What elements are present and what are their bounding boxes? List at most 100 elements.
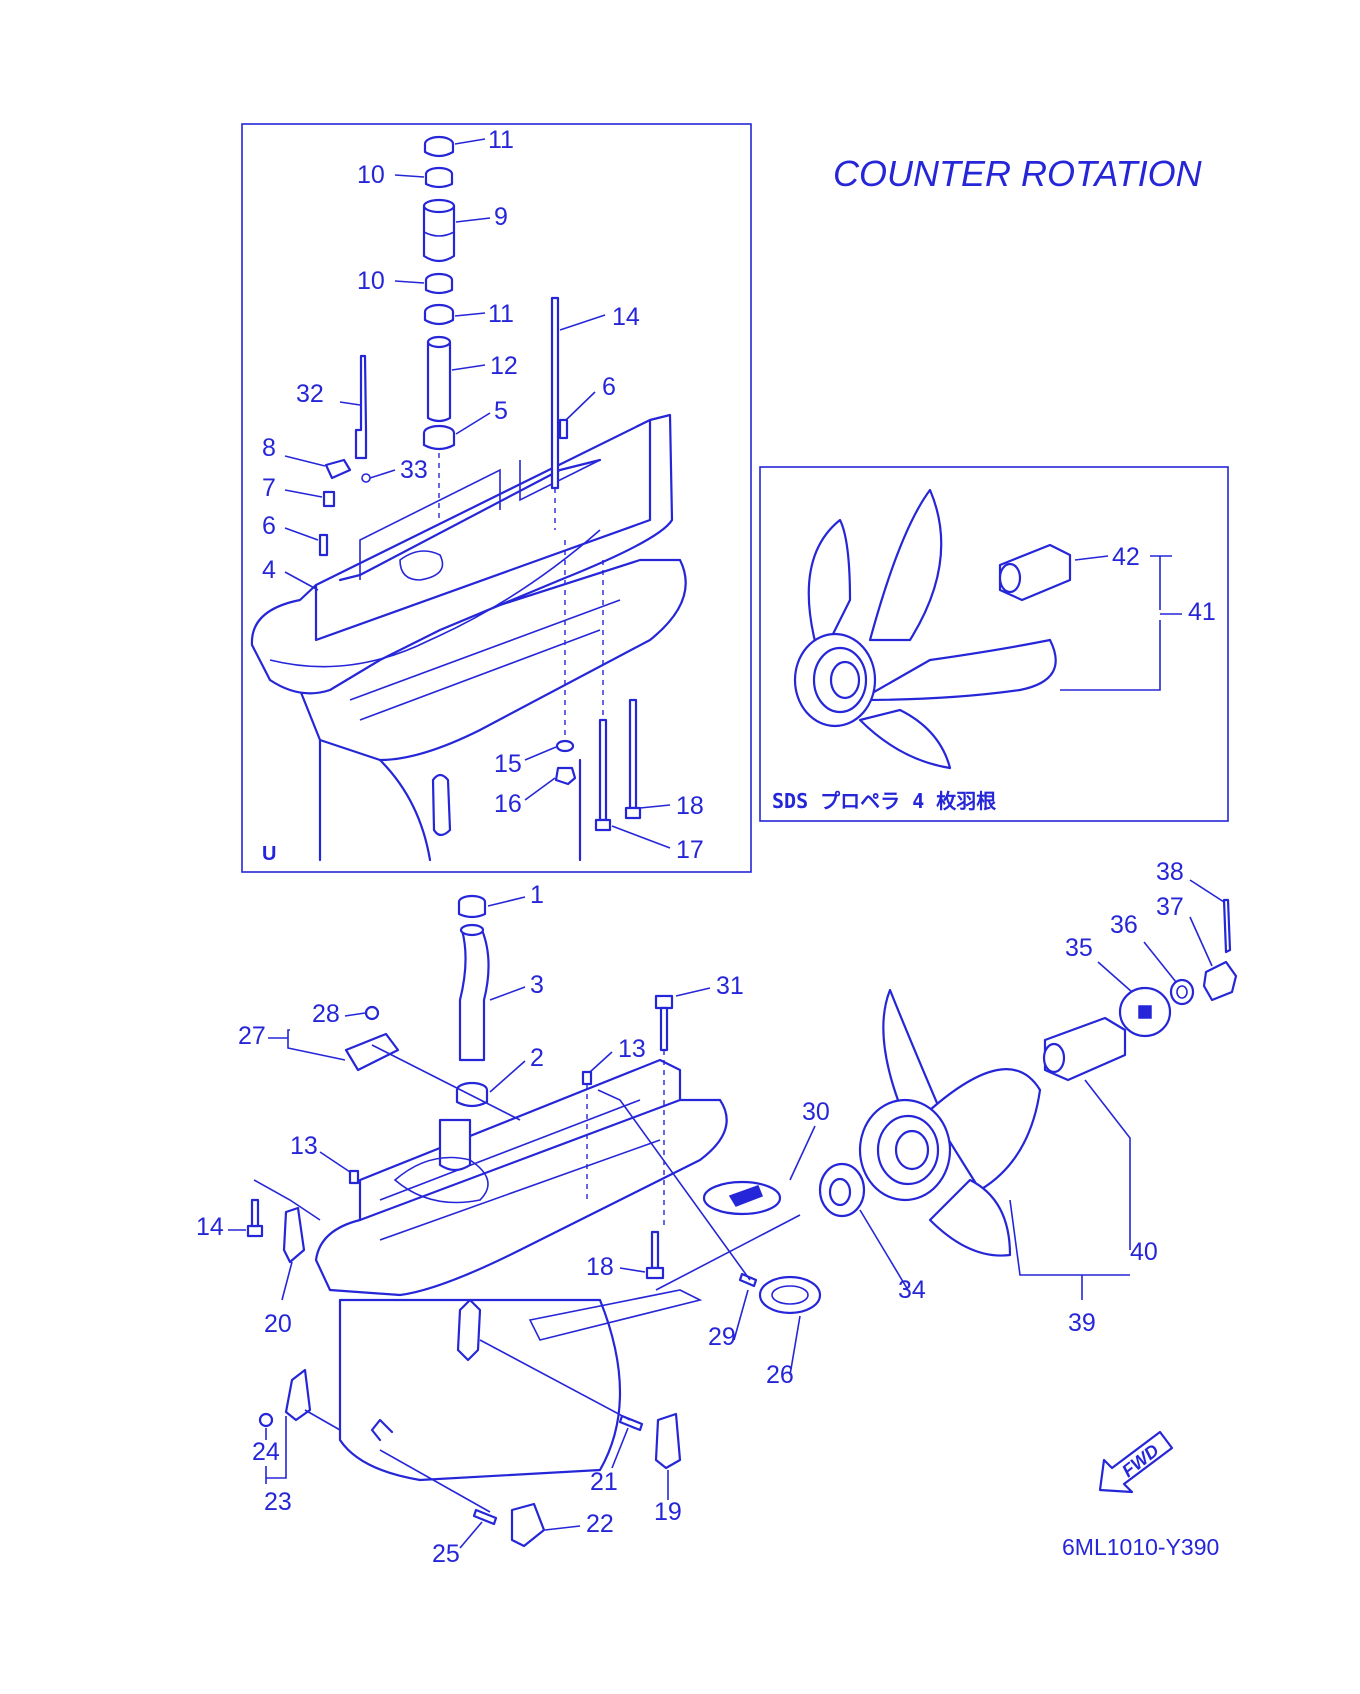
leader-line-p35 bbox=[1097, 961, 1133, 993]
part-callout-p29: 29 bbox=[708, 1323, 736, 1351]
part-callout-p24: 24 bbox=[252, 1438, 280, 1466]
leader-line-p20 bbox=[281, 1261, 293, 1301]
leader-line-p42 bbox=[1074, 555, 1109, 561]
leader-line-p15 bbox=[524, 746, 557, 761]
leader-line-p6a bbox=[565, 391, 596, 421]
part-callout-p30: 30 bbox=[802, 1098, 830, 1126]
leader-line-p34 bbox=[859, 1209, 909, 1291]
upper-assembly-lines bbox=[438, 453, 604, 740]
part-callout-p33: 33 bbox=[400, 456, 428, 484]
leader-line-p28 bbox=[344, 1012, 366, 1017]
leader-line-p6b bbox=[284, 527, 319, 541]
leader-line-p29 bbox=[733, 1289, 749, 1341]
part-callout-p25: 25 bbox=[432, 1540, 460, 1568]
counter-rotation-propeller-drawing bbox=[858, 898, 1238, 1257]
leader-line-p16 bbox=[524, 777, 556, 801]
diagram-code: 6ML1010-Y390 bbox=[1062, 1534, 1219, 1560]
leader-line-p33 bbox=[369, 469, 396, 479]
propeller-4-blade-drawing bbox=[793, 488, 1072, 770]
part-callout-p9: 9 bbox=[494, 203, 508, 231]
leader-line-p17 bbox=[611, 825, 671, 849]
part-callout-p11a: 11 bbox=[488, 126, 514, 154]
leader-line-p18b bbox=[619, 1267, 646, 1273]
leader-line-p10a bbox=[394, 174, 425, 178]
upper-detail-marker: U bbox=[262, 843, 276, 865]
part-callout-p34: 34 bbox=[898, 1276, 926, 1304]
leader-line-p4 bbox=[284, 571, 319, 591]
leader-line-p2 bbox=[489, 1060, 526, 1093]
part-callout-p1: 1 bbox=[530, 881, 544, 909]
part-callout-p5: 5 bbox=[494, 397, 508, 425]
part-callout-p21: 21 bbox=[590, 1468, 618, 1496]
leader-line-p10b bbox=[394, 280, 425, 284]
lower-casing-drawing bbox=[314, 1058, 728, 1482]
leader-line-p39 bbox=[1009, 1199, 1130, 1300]
part-callout-p14b: 14 bbox=[196, 1213, 224, 1241]
part-callout-p28: 28 bbox=[312, 1000, 340, 1028]
upper-casing-drawing bbox=[250, 413, 687, 862]
leader-line-p7 bbox=[284, 489, 323, 498]
part-callout-p35: 35 bbox=[1065, 934, 1093, 962]
leader-line-p32 bbox=[339, 401, 361, 406]
leader-line-p13a bbox=[589, 1051, 613, 1073]
part-callout-p18a: 18 bbox=[676, 792, 704, 820]
part-callout-p16: 16 bbox=[494, 790, 522, 818]
part-callout-p27: 27 bbox=[238, 1022, 266, 1050]
leader-line-p31 bbox=[675, 987, 711, 997]
part-callout-p23: 23 bbox=[264, 1488, 292, 1516]
leader-line-p30 bbox=[789, 1125, 816, 1181]
lower-assembly-lines bbox=[253, 1044, 801, 1513]
leader-line-p23 bbox=[265, 1416, 287, 1484]
leader-line-p41 bbox=[1060, 555, 1182, 691]
leader-line-p5 bbox=[455, 412, 491, 435]
leader-line-p14a bbox=[559, 314, 606, 331]
propeller-inset-frame bbox=[759, 466, 1229, 822]
leader-line-p21 bbox=[611, 1427, 629, 1469]
part-callout-p6b: 6 bbox=[262, 512, 276, 540]
part-callout-p40: 40 bbox=[1130, 1238, 1158, 1266]
part-callout-p26: 26 bbox=[766, 1361, 794, 1389]
part-callout-p36: 36 bbox=[1110, 911, 1138, 939]
leader-line-p1 bbox=[487, 896, 526, 907]
leader-line-p9 bbox=[455, 217, 491, 223]
part-callout-p20: 20 bbox=[264, 1310, 292, 1338]
part-callout-p39: 39 bbox=[1068, 1309, 1096, 1337]
callout-leaders bbox=[228, 138, 1225, 1549]
leader-line-p40 bbox=[1084, 1079, 1131, 1250]
part-callout-p17: 17 bbox=[676, 836, 704, 864]
leader-line-p18a bbox=[639, 804, 671, 809]
part-callout-p13a: 13 bbox=[618, 1035, 646, 1063]
part-callout-p15: 15 bbox=[494, 750, 522, 778]
part-callout-p7: 7 bbox=[262, 474, 276, 502]
leader-line-p25 bbox=[459, 1521, 483, 1549]
fwd-direction-arrow: FWD bbox=[1098, 1430, 1174, 1494]
leader-line-p13b bbox=[319, 1151, 351, 1173]
upper-parts-drawing bbox=[318, 135, 642, 832]
leader-line-p38 bbox=[1189, 879, 1225, 903]
part-callout-p10b: 10 bbox=[357, 267, 385, 295]
leader-line-p27 bbox=[268, 1029, 346, 1061]
part-callout-p11b: 11 bbox=[488, 300, 514, 328]
part-callout-p13b: 13 bbox=[290, 1132, 318, 1160]
leader-line-p3 bbox=[489, 986, 526, 1001]
part-callout-p22: 22 bbox=[586, 1510, 614, 1538]
part-callout-p12: 12 bbox=[490, 352, 518, 380]
part-callout-p14a: 14 bbox=[612, 303, 640, 331]
part-callout-p38: 38 bbox=[1156, 858, 1184, 886]
leader-line-p8 bbox=[284, 455, 326, 467]
leader-line-p11b bbox=[454, 312, 486, 317]
diagram-title: COUNTER ROTATION bbox=[833, 153, 1203, 194]
part-callout-p41: 41 bbox=[1188, 598, 1216, 626]
part-callout-p18b: 18 bbox=[586, 1253, 614, 1281]
leader-line-p37 bbox=[1189, 916, 1213, 967]
part-callout-p3: 3 bbox=[530, 971, 544, 999]
part-callout-p6a: 6 bbox=[602, 373, 616, 401]
leader-line-p26 bbox=[789, 1315, 801, 1376]
part-callout-p37: 37 bbox=[1156, 893, 1184, 921]
part-callout-p2: 2 bbox=[530, 1044, 544, 1072]
part-callout-p8: 8 bbox=[262, 434, 276, 462]
leader-line-p36 bbox=[1143, 941, 1177, 983]
part-callout-p42: 42 bbox=[1112, 543, 1140, 571]
